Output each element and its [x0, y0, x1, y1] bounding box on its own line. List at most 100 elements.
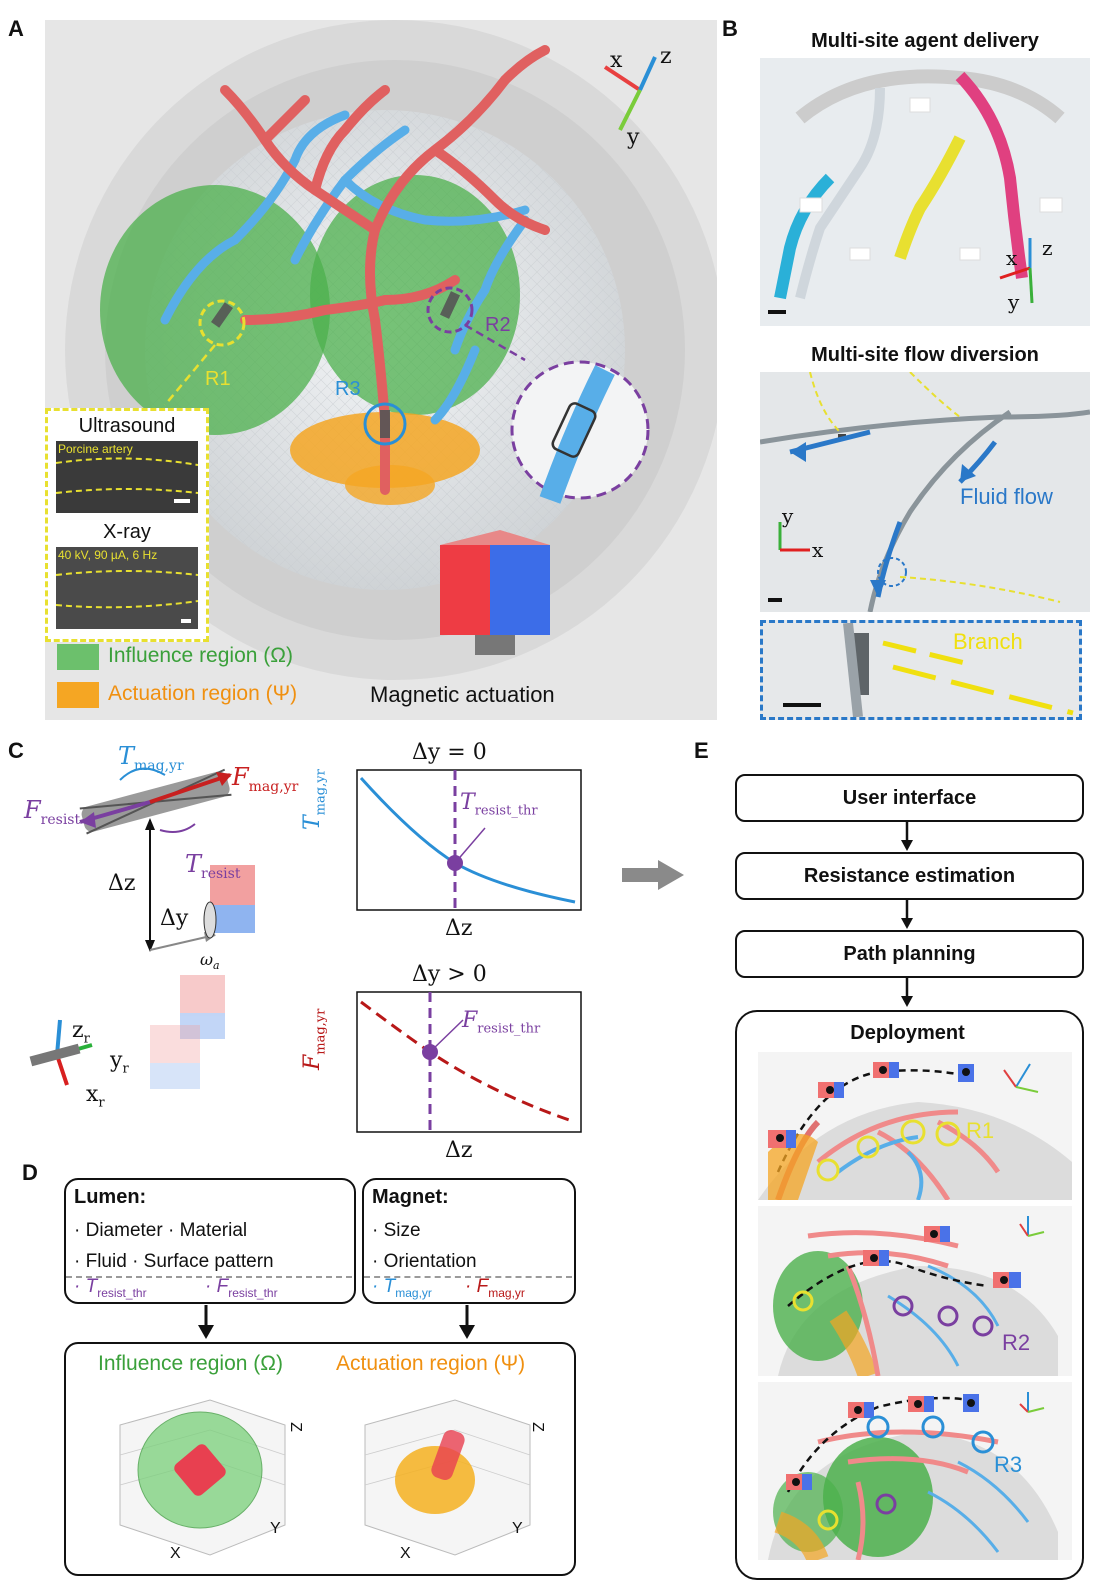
lumen-line2: · Fluid · Surface pattern — [74, 1251, 274, 1272]
influence-region-r1 — [100, 185, 330, 435]
d-arrows — [198, 1305, 475, 1339]
axis-z-label-b1: z — [1042, 236, 1053, 260]
influence-axis-y: Y — [270, 1520, 281, 1537]
deployment-title: Deployment — [850, 1022, 965, 1044]
deployment-r3-label: R3 — [994, 1452, 1023, 1477]
actuation-region-title: Actuation region (Ψ) — [336, 1352, 526, 1375]
r1-marker — [198, 299, 246, 347]
deployment-r3-render: R3 — [758, 1382, 1072, 1560]
omega-label: ωa — [200, 950, 220, 973]
magnet-cube-illustration — [440, 530, 550, 655]
lumen-output-1: · Tresist_thr — [74, 1276, 147, 1300]
chart1-annotation: Tresist_thr — [460, 790, 538, 819]
axis-triad-a — [603, 56, 657, 131]
f-mag-label: Fmag,yr — [232, 763, 299, 795]
magnet-cube-c3 — [150, 1025, 200, 1089]
magnet-line1: · Size — [372, 1220, 421, 1241]
imaging-inset: Ultrasound Porcine artery X-ray 40 kV, 9… — [45, 408, 209, 642]
delta-y-label: Δy — [160, 906, 189, 931]
chart1-plot — [356, 769, 582, 911]
branch-label: Branch — [953, 629, 1023, 654]
legend-actuation-swatch — [57, 682, 99, 708]
r3-label: R3 — [335, 378, 361, 400]
axis-y-label-b2: y — [782, 504, 794, 528]
chart2-plot — [356, 991, 582, 1133]
magnet-cube-c1 — [203, 865, 255, 939]
vascular-scene-illustration — [65, 20, 717, 680]
chart2-curve — [360, 1000, 576, 1124]
actuation-axis-y: Y — [512, 1520, 523, 1537]
axis-x-label-b2: x — [812, 538, 824, 562]
deployment-r2-label: R2 — [1002, 1330, 1031, 1355]
xray-subtitle: 40 kV, 90 µA, 6 Hz — [58, 548, 158, 562]
user-interface-step: User interface — [735, 774, 1084, 822]
magnet-box — [362, 1178, 576, 1304]
lumen-box — [64, 1178, 356, 1304]
deployment-r2-render: R2 — [758, 1206, 1072, 1376]
actuation-region-3d-plot — [364, 1399, 531, 1556]
actuation-axis-z: Z — [528, 1422, 546, 1432]
lumen-line1: · Diameter · Material — [74, 1220, 248, 1241]
panel-b-title-bottom: Multi-site flow diversion — [811, 344, 1039, 366]
f-resist-label: Fresist — [24, 796, 81, 828]
lumen-divider — [66, 1276, 352, 1278]
panel-b-title-top: Multi-site agent delivery — [811, 30, 1039, 52]
agent-delivery-photo: x z y — [760, 58, 1090, 326]
chart1-title: Δy = 0 — [412, 740, 487, 765]
robot-frame-axes — [29, 1019, 93, 1086]
magnetic-actuation-label: Magnetic actuation — [370, 682, 555, 707]
r1-label: R1 — [205, 368, 231, 390]
xray-image: 40 kV, 90 µA, 6 Hz — [56, 547, 198, 629]
r2-label: R2 — [485, 314, 511, 336]
delta-z-label: Δz — [108, 871, 136, 896]
influence-region-3d-plot — [119, 1399, 286, 1556]
lumen-title: Lumen: — [74, 1186, 147, 1208]
magnet-title: Magnet: — [372, 1186, 449, 1208]
magnet-output-1: · Tmag,yr — [372, 1276, 432, 1300]
chart1-ylabel: Tmag,yr — [300, 769, 329, 830]
fluid-flow-label: Fluid flow — [960, 484, 1053, 509]
legend-influence-label: Influence region (Ω) — [108, 644, 293, 667]
panel-d-letter: D — [22, 1160, 38, 1185]
deployment-r1-label: R1 — [966, 1118, 995, 1143]
axis-x-label-a: x — [610, 48, 623, 73]
axis-z-label-a: z — [660, 44, 672, 69]
magnet-output-2: · Fmag,yr — [465, 1276, 525, 1300]
legend-actuation-label: Actuation region (Ψ) — [108, 682, 298, 705]
panel-e-letter: E — [694, 738, 709, 763]
ultrasound-title: Ultrasound — [78, 415, 176, 437]
actuation-axis-x: X — [400, 1545, 411, 1562]
magnet-divider — [364, 1276, 572, 1278]
influence-axis-z: Z — [286, 1422, 304, 1432]
magnet-line2: · Orientation — [372, 1251, 477, 1272]
chart2-xlabel: Δz — [445, 1138, 473, 1163]
flow-diversion-photo: Fluid flow y x — [760, 372, 1090, 612]
stent-force-diagram — [79, 767, 255, 1039]
chart1-xlabel: Δz — [445, 916, 473, 941]
e-flow-arrows — [901, 820, 913, 1007]
magnet-cube-c2 — [180, 975, 225, 1039]
axis-y-label-a: y — [627, 125, 640, 150]
t-resist-label: Tresist — [185, 850, 241, 882]
xray-title: X-ray — [103, 521, 151, 543]
lumen-output-2: · Fresist_thr — [205, 1276, 278, 1300]
resistance-estimation-step: Resistance estimation — [735, 852, 1084, 900]
influence-region-title: Influence region (Ω) — [98, 1352, 283, 1375]
chart2-ylabel: Fmag,yr — [300, 1008, 329, 1070]
r3-marker — [363, 402, 407, 446]
r2-marker — [426, 286, 474, 334]
chart2-annotation: Fresist_thr — [462, 1008, 541, 1037]
axis-x-label-b1: x — [1006, 246, 1018, 270]
t-mag-label: Tmag,yr — [118, 742, 184, 774]
ultrasound-image: Porcine artery — [56, 441, 198, 513]
panel-c-letter: C — [8, 738, 24, 763]
zr-label: zr — [72, 1018, 90, 1047]
c-to-e-arrow — [622, 860, 684, 890]
legend-influence-swatch — [57, 644, 99, 670]
chart2-title: Δy > 0 — [412, 962, 487, 987]
deployment-r1-render: R1 — [758, 1052, 1072, 1200]
influence-axis-x: X — [170, 1545, 181, 1562]
panel-a-scene — [45, 20, 717, 720]
xr-label: xr — [86, 1082, 105, 1111]
panel-a-letter: A — [8, 16, 24, 41]
